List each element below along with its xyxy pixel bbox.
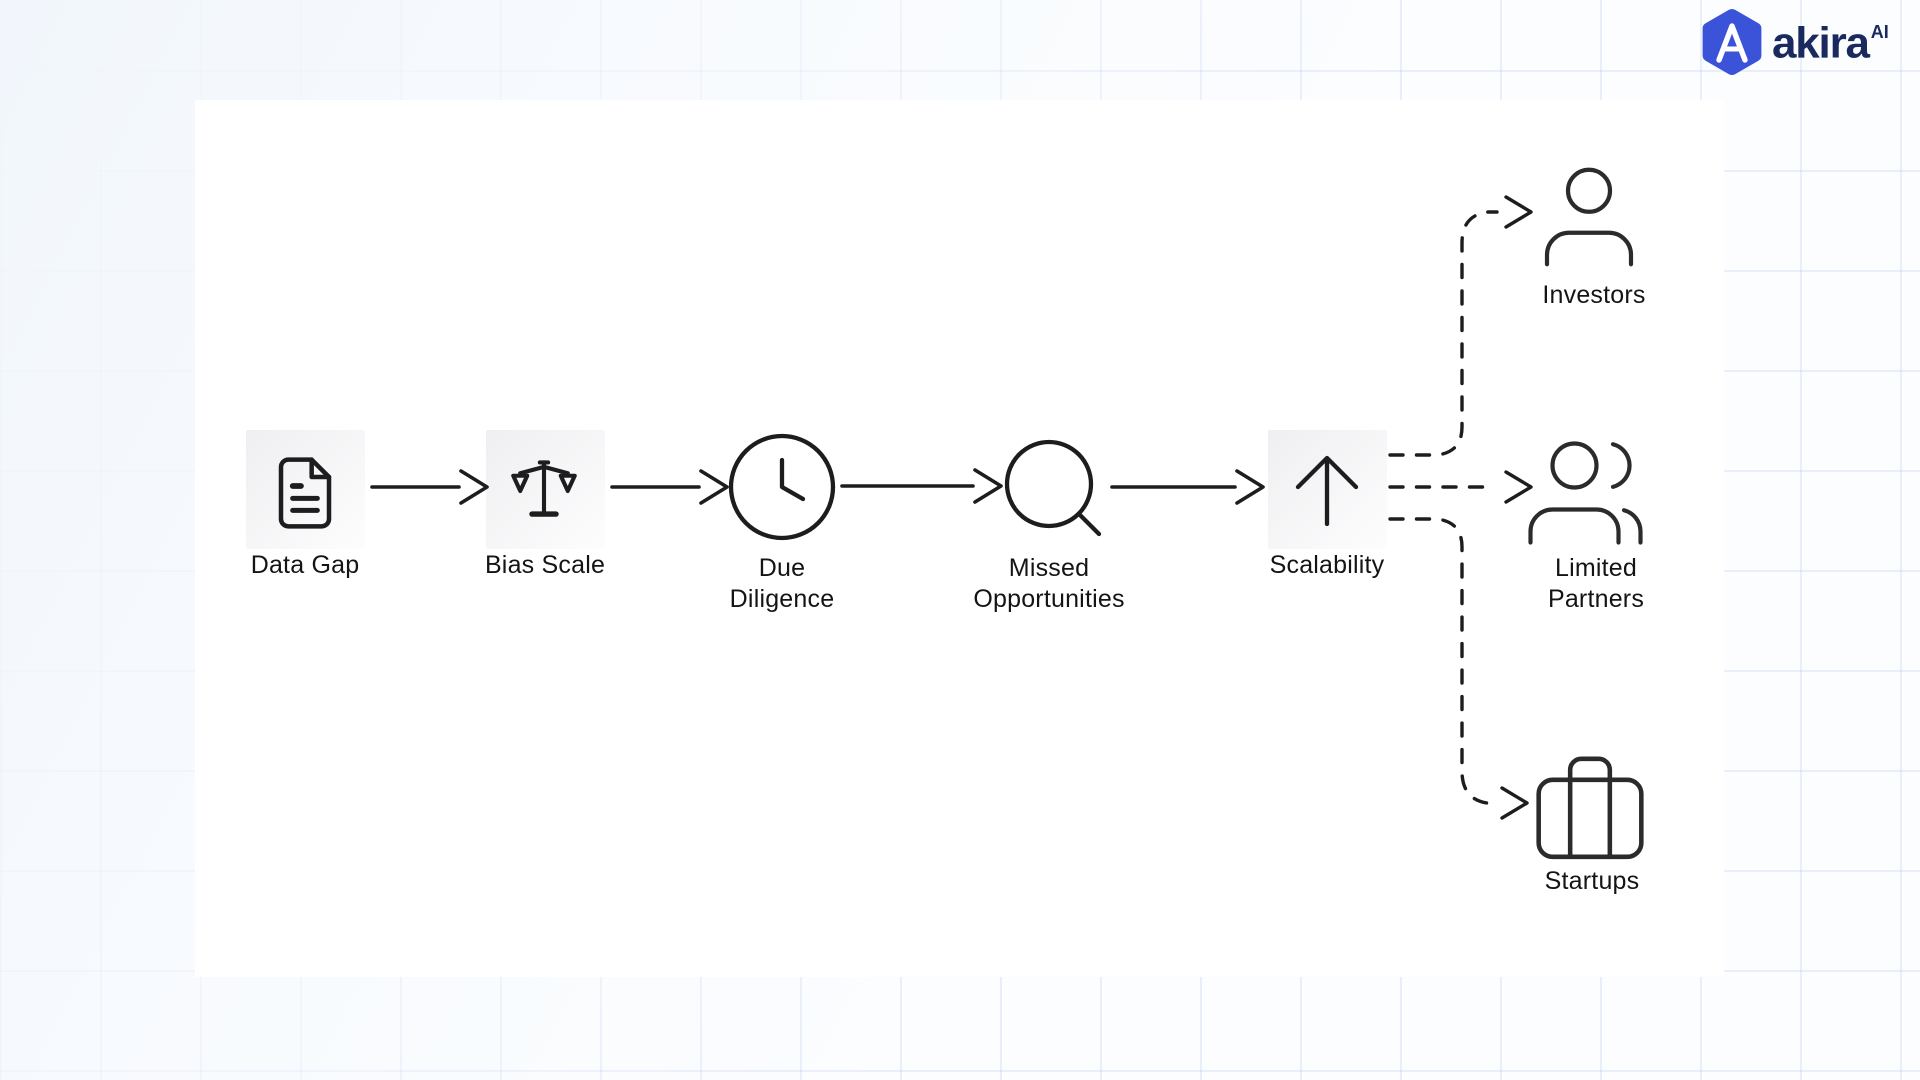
flow-arrow-4 (1110, 469, 1265, 505)
people-icon (1528, 441, 1643, 545)
flow-node-label-bias-scale: Bias Scale (484, 551, 606, 579)
diagram-canvas (195, 100, 1724, 977)
branch-node-label-investors: Investors (1542, 281, 1646, 309)
document-icon (278, 457, 332, 529)
magnifying-glass-icon (1004, 439, 1102, 537)
dashed-connector-investors (1388, 195, 1533, 457)
akira-logo-icon (1702, 9, 1762, 75)
clock-icon (728, 433, 836, 541)
logo-superscript: AI (1870, 22, 1889, 42)
logo-brand-text: akira (1772, 18, 1870, 68)
node-box-data-gap (246, 430, 365, 549)
flow-arrow-3 (840, 468, 1003, 504)
arrow-up-icon (1295, 455, 1359, 527)
flow-node-label-scalability: Scalability (1269, 551, 1385, 579)
flow-node-label-data-gap: Data Gap (250, 551, 360, 579)
dashed-connector-limited-partners (1388, 470, 1533, 504)
flow-arrow-1 (370, 469, 489, 505)
branch-node-label-limited-partners: Limited Partners (1547, 554, 1645, 613)
balance-scale-icon (511, 460, 577, 517)
person-icon (1544, 167, 1634, 267)
branch-node-label-startups: Startups (1544, 867, 1640, 895)
flow-node-label-missed-opportunities: Missed Opportunities (973, 554, 1125, 613)
flow-arrow-2 (610, 469, 729, 505)
dashed-connector-startups (1388, 517, 1529, 820)
briefcase-icon (1536, 756, 1644, 860)
flow-node-label-due-diligence: Due Diligence (729, 554, 835, 613)
